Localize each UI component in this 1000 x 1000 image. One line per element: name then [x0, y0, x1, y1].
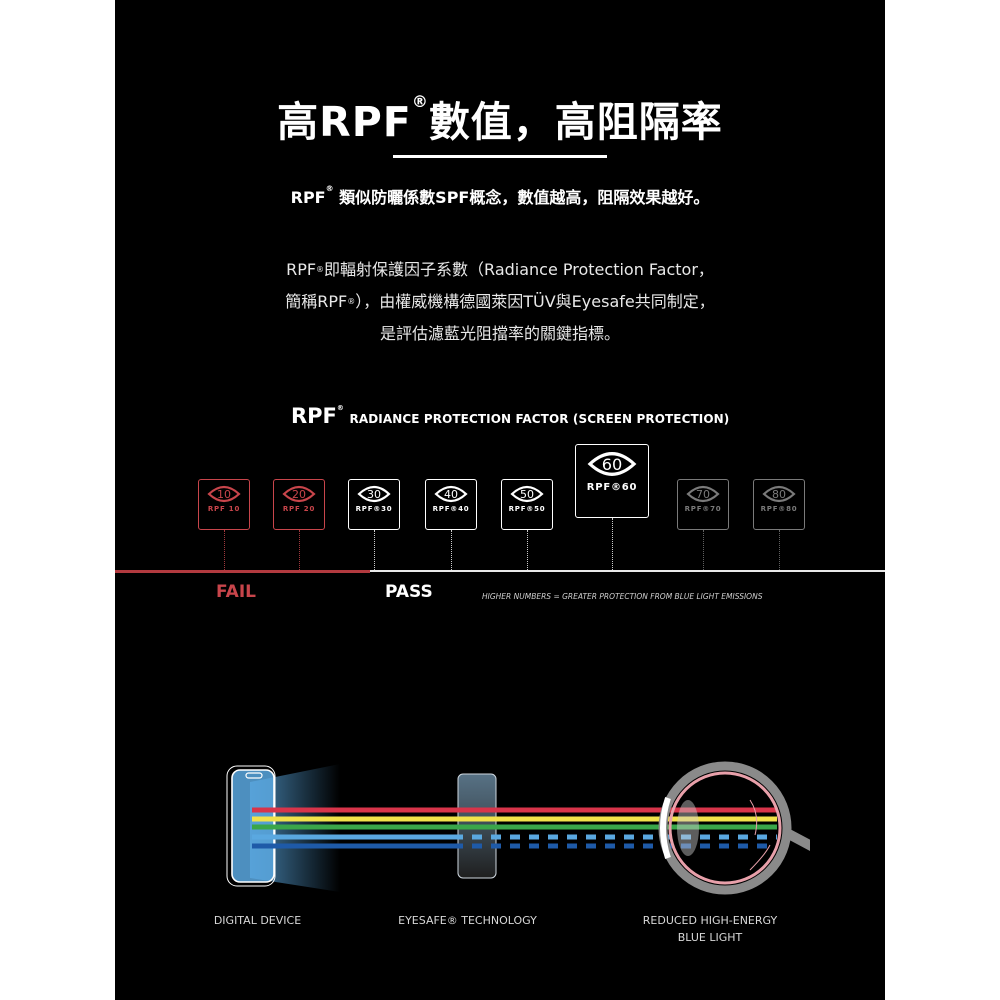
registered-mark: ® [336, 404, 344, 412]
subtitle-suffix: 類似防曬係數SPF概念，數值越高，阻隔效果越好。 [333, 188, 710, 207]
rpf-badge-20: 20 RPF 20 [273, 479, 325, 530]
caption-reduced-blue-light: REDUCED HIGH-ENERGY BLUE LIGHT [615, 912, 805, 946]
subtitle: RPF® 類似防曬係數SPF概念，數值越高，阻隔效果越好。 [115, 184, 885, 208]
badge-stem [224, 530, 225, 570]
caption-eye-line-2: BLUE LIGHT [677, 931, 743, 944]
rpf-badge-80: 80 RPF®80 [753, 479, 805, 530]
svg-text:70: 70 [696, 488, 710, 501]
badge-label: RPF 10 [207, 505, 241, 513]
badge-label: RPF®40 [432, 505, 470, 513]
eye-icon: 80 [762, 485, 796, 503]
caption-digital-device: DIGITAL DEVICE [213, 914, 302, 927]
subtitle-prefix: RPF [290, 188, 326, 207]
title-suffix: 數值，高阻隔率 [428, 98, 723, 146]
badge-stem [703, 530, 704, 570]
light-beams [252, 807, 777, 849]
badge-stem [451, 530, 452, 570]
badge-label: RPF®80 [760, 505, 798, 513]
svg-text:40: 40 [444, 488, 458, 501]
infographic-panel: 高RPF®數值，高阻隔率 RPF® 類似防曬係數SPF概念，數值越高，阻隔效果越… [115, 0, 885, 1000]
eye-icon: 60 [587, 452, 637, 476]
blue-light-diagram [226, 761, 810, 895]
eye-icon: 70 [686, 485, 720, 503]
pass-axis-line [370, 570, 885, 572]
badge-label: RPF®70 [684, 505, 722, 513]
rpf-badge-60: 60 RPF®60 [575, 444, 649, 518]
registered-mark: ® [316, 265, 325, 274]
line1-suffix: 即輻射保護因子系數（Radiance Protection Factor， [324, 260, 714, 279]
fail-label: FAIL [216, 582, 256, 602]
description-line-2: 簡稱RPF®），由權威機構德國萊因TÜV與Eyesafe共同制定， [115, 286, 885, 318]
rpf-badge-10: 10 RPF 10 [198, 479, 250, 530]
badge-stem [299, 530, 300, 570]
svg-text:20: 20 [292, 488, 306, 501]
registered-mark: ® [347, 297, 356, 306]
registered-mark: ® [325, 184, 334, 193]
title-divider [393, 155, 607, 158]
title-prefix: 高RPF [277, 98, 412, 146]
badge-label: RPF 20 [282, 505, 316, 513]
line1-prefix: RPF [286, 260, 317, 279]
badge-label: RPF®50 [508, 505, 546, 513]
line2-prefix: 簡稱RPF [285, 292, 348, 311]
badge-label: RPF®30 [355, 505, 393, 513]
scale-note: HIGHER NUMBERS = GREATER PROTECTION FROM… [482, 592, 763, 601]
pass-label: PASS [385, 582, 433, 602]
eye-anatomy-icon [658, 761, 810, 895]
description-line-1: RPF®即輻射保護因子系數（Radiance Protection Factor… [115, 254, 885, 286]
svg-text:80: 80 [772, 488, 786, 501]
rpf-badge-70: 70 RPF®70 [677, 479, 729, 530]
line2-suffix: ），由權威機構德國萊因TÜV與Eyesafe共同制定， [355, 292, 715, 311]
eye-icon: 50 [510, 485, 544, 503]
eye-icon: 30 [357, 485, 391, 503]
eye-icon: 20 [282, 485, 316, 503]
badge-label: RPF®60 [586, 482, 638, 493]
scale-heading-text: RADIANCE PROTECTION FACTOR (SCREEN PROTE… [349, 412, 730, 426]
scale-heading-rpf: RPF [291, 404, 337, 428]
badge-stem [612, 518, 613, 570]
page-title: 高RPF®數值，高阻隔率 [115, 88, 885, 148]
badge-stem [527, 530, 528, 570]
eye-icon: 10 [207, 485, 241, 503]
description-line-3: 是評估濾藍光阻擋率的關鍵指標。 [379, 324, 620, 343]
caption-eyesafe-technology: EYESAFE® TECHNOLOGY [398, 914, 537, 927]
scale-heading: RPF® RADIANCE PROTECTION FACTOR (SCREEN … [291, 404, 729, 428]
caption-eye-line-1: REDUCED HIGH-ENERGY [642, 914, 778, 927]
eye-icon: 40 [434, 485, 468, 503]
registered-mark: ® [411, 92, 429, 111]
rpf-badge-30: 30 RPF®30 [348, 479, 400, 530]
svg-text:50: 50 [520, 488, 534, 501]
svg-text:10: 10 [217, 488, 231, 501]
badge-stem [374, 530, 375, 570]
svg-text:60: 60 [602, 455, 623, 474]
fail-axis-line [115, 570, 370, 573]
svg-text:30: 30 [367, 488, 381, 501]
rpf-badge-40: 40 RPF®40 [425, 479, 477, 530]
rpf-badge-50: 50 RPF®50 [501, 479, 553, 530]
description: RPF®即輻射保護因子系數（Radiance Protection Factor… [115, 254, 885, 350]
badge-stem [779, 530, 780, 570]
